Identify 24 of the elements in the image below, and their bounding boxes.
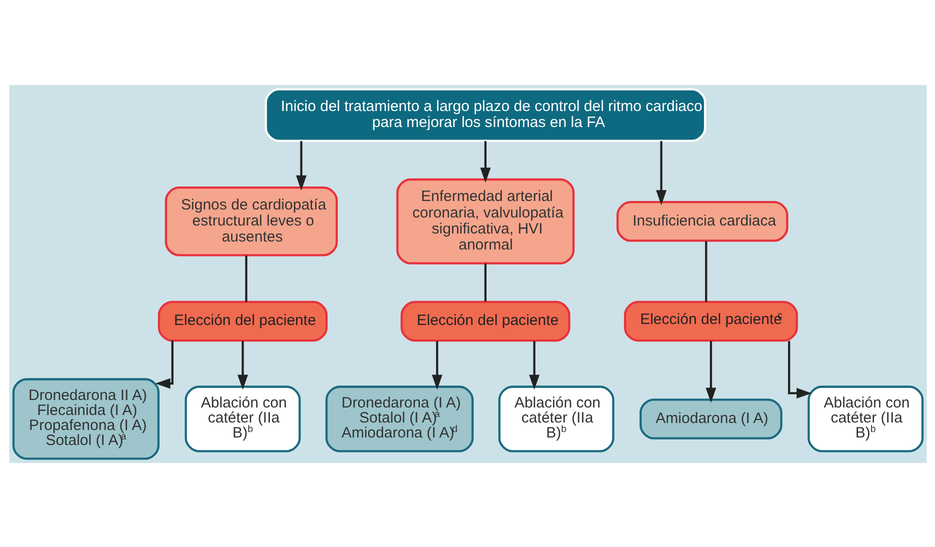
- node-box: Signos de cardiopatía estructural leves o ausentes: [164, 186, 338, 256]
- arrow: [296, 140, 306, 190]
- node-box: Insuficiencia cardiaca: [616, 200, 788, 242]
- node-box: Elección del paciente: [400, 300, 570, 342]
- node-box: Ablación con catéter (IIa B)$^{b}$: [184, 385, 300, 452]
- connector: [244, 254, 247, 302]
- node-box: Ablación con catéter (IIa B)$^{b}$: [498, 385, 614, 452]
- node-box: Ablación con catéter (IIa B)$^{b}$: [807, 385, 924, 452]
- arrow: [154, 340, 173, 388]
- arrow: [528, 340, 540, 390]
- arrow: [480, 140, 490, 182]
- arrow: [431, 340, 442, 390]
- node-box: Dronedarona II A) Flecainida (I A) Propafenona (I A) Sotalol (I A)$^{a}$: [12, 378, 160, 460]
- node-box: Inicio del tratamiento a largo plazo de control del ritmo cardiaco para mejorar los síntomas en la FA: [264, 88, 706, 142]
- connector: [704, 240, 707, 302]
- arrow: [788, 340, 812, 398]
- node-box: Elección del paciente: [157, 300, 328, 342]
- node-box: Dronedarona (I A) Sotalol (I A)$^{a}$ Amiodarona (I A)$^{d}$: [324, 385, 474, 452]
- arrow: [236, 340, 248, 390]
- connector: [484, 262, 486, 302]
- node-box: Amiodarona (I A): [639, 398, 782, 439]
- node-box: Enfermedad arterial coronaria, valvulopatía significativa, HVI anormal: [396, 178, 574, 264]
- arrow: [705, 340, 716, 402]
- arrow: [656, 140, 666, 205]
